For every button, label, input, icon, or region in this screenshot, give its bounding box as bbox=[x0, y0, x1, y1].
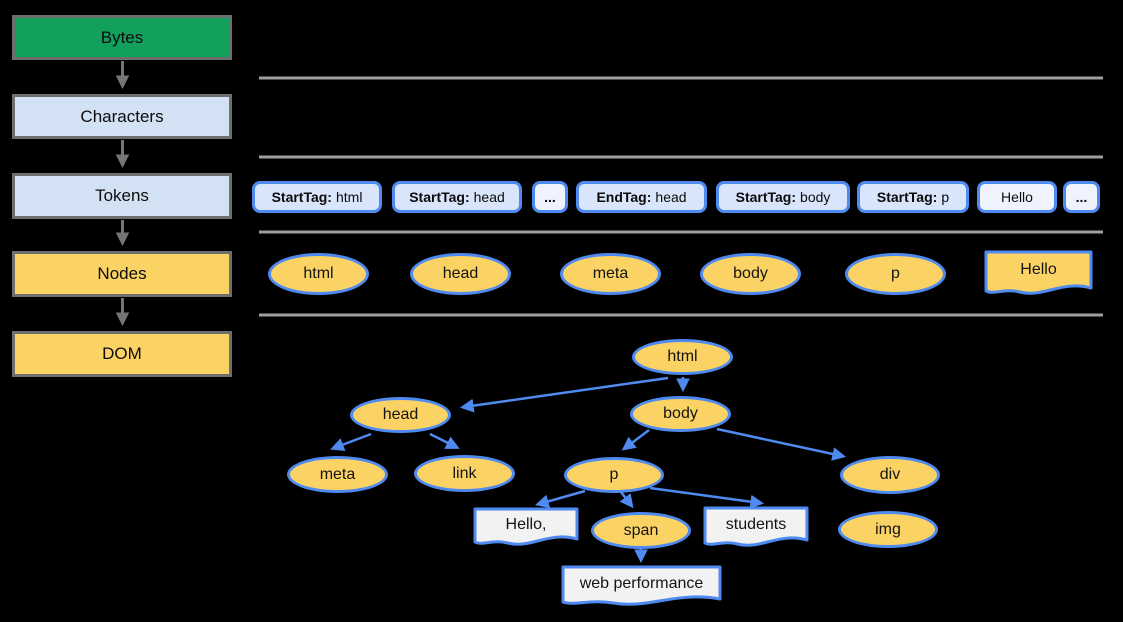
dom-text-web-performance: web performance bbox=[563, 567, 720, 600]
dom-html: html bbox=[632, 339, 733, 375]
node-body: body bbox=[700, 253, 801, 295]
dom-head-label: head bbox=[382, 406, 419, 423]
token-starttag-body: StartTag: body bbox=[716, 181, 850, 213]
dom-span-label: span bbox=[623, 521, 659, 539]
token-prefix: StartTag: bbox=[271, 189, 332, 205]
dom-text-students-label: students bbox=[725, 515, 787, 533]
dom-img-label: img bbox=[875, 520, 901, 538]
dom-body-label: body bbox=[663, 405, 698, 422]
token-prefix: StartTag: bbox=[876, 189, 938, 205]
token-value: html bbox=[335, 189, 363, 205]
tree-edge-body-p bbox=[621, 429, 650, 451]
token-value: p bbox=[941, 189, 950, 205]
token-hello: Hello bbox=[977, 181, 1057, 213]
tree-edge-head-meta bbox=[330, 432, 372, 452]
dom-link-label: link bbox=[452, 464, 477, 482]
stage-bytes-label: Bytes bbox=[100, 27, 144, 47]
token-value: ... bbox=[1075, 189, 1088, 205]
stage-tokens: Tokens bbox=[12, 173, 232, 219]
node-head: head bbox=[410, 253, 511, 295]
stage-dom-label: DOM bbox=[102, 344, 142, 363]
node-html: html bbox=[268, 253, 369, 295]
token-starttag-head: StartTag: head bbox=[392, 181, 522, 213]
dom-p: p bbox=[564, 457, 664, 493]
text-node-shape-hello-comma bbox=[473, 507, 579, 546]
stage-characters-label: Characters bbox=[80, 106, 164, 126]
node-html-label: html bbox=[303, 265, 334, 282]
dom-body: body bbox=[630, 396, 731, 432]
token-value: body bbox=[800, 189, 831, 205]
token-value: Hello bbox=[1001, 189, 1033, 205]
tree-edge-p-hello bbox=[535, 489, 586, 508]
node-text-hello: Hello bbox=[986, 252, 1091, 288]
tree-edge-html-head bbox=[459, 376, 669, 413]
tree-edge-body-div bbox=[716, 427, 847, 461]
node-body-label: body bbox=[733, 265, 768, 282]
node-meta-label: meta bbox=[592, 265, 629, 282]
text-node-shape-web-performance bbox=[561, 565, 722, 606]
dom-head: head bbox=[350, 397, 451, 433]
node-text-hello-label: Hello bbox=[1020, 261, 1057, 278]
token-ellipsis: ... bbox=[1063, 181, 1100, 213]
dom-div-label: div bbox=[879, 466, 901, 483]
dom-text-web-performance-label: web performance bbox=[579, 574, 704, 592]
dom-html-label: html bbox=[667, 348, 698, 365]
text-node-shape-students bbox=[703, 506, 809, 547]
dom-text-students: students bbox=[705, 508, 807, 541]
dom-img: img bbox=[838, 511, 938, 548]
token-prefix: StartTag: bbox=[409, 189, 470, 205]
stage-dom: DOM bbox=[12, 331, 232, 377]
token-value: ... bbox=[544, 189, 556, 205]
dom-text-hello: Hello, bbox=[475, 509, 577, 540]
token-starttag-p: StartTag: p bbox=[857, 181, 969, 213]
dom-meta: meta bbox=[287, 456, 388, 493]
dom-div: div bbox=[840, 456, 940, 494]
token-ellipsis: ... bbox=[532, 181, 568, 213]
dom-meta-label: meta bbox=[319, 465, 356, 483]
tree-edge-p-students bbox=[649, 486, 765, 509]
dom-text-hello-label: Hello, bbox=[505, 515, 547, 533]
stage-characters: Characters bbox=[12, 94, 232, 139]
token-prefix: EndTag: bbox=[596, 189, 652, 205]
stage-tokens-label: Tokens bbox=[95, 186, 149, 205]
token-prefix: StartTag: bbox=[735, 189, 797, 205]
stage-nodes: Nodes bbox=[12, 251, 232, 297]
dom-span: span bbox=[591, 512, 691, 549]
node-p: p bbox=[845, 253, 946, 295]
tree-edge-p-span bbox=[619, 491, 634, 509]
node-p-label: p bbox=[891, 265, 900, 282]
token-endtag-head: EndTag: head bbox=[576, 181, 707, 213]
token-value: head bbox=[655, 189, 687, 205]
text-node-shape-hello-nodes-row bbox=[984, 250, 1093, 295]
dom-p-label: p bbox=[609, 466, 619, 483]
dom-link: link bbox=[414, 455, 515, 492]
node-head-label: head bbox=[442, 265, 479, 282]
stage-nodes-label: Nodes bbox=[97, 264, 147, 283]
tree-edge-head-link bbox=[429, 432, 460, 449]
token-value: head bbox=[473, 189, 505, 205]
token-starttag-html: StartTag: html bbox=[252, 181, 382, 213]
stage-bytes: Bytes bbox=[12, 15, 232, 60]
node-meta: meta bbox=[560, 253, 661, 295]
